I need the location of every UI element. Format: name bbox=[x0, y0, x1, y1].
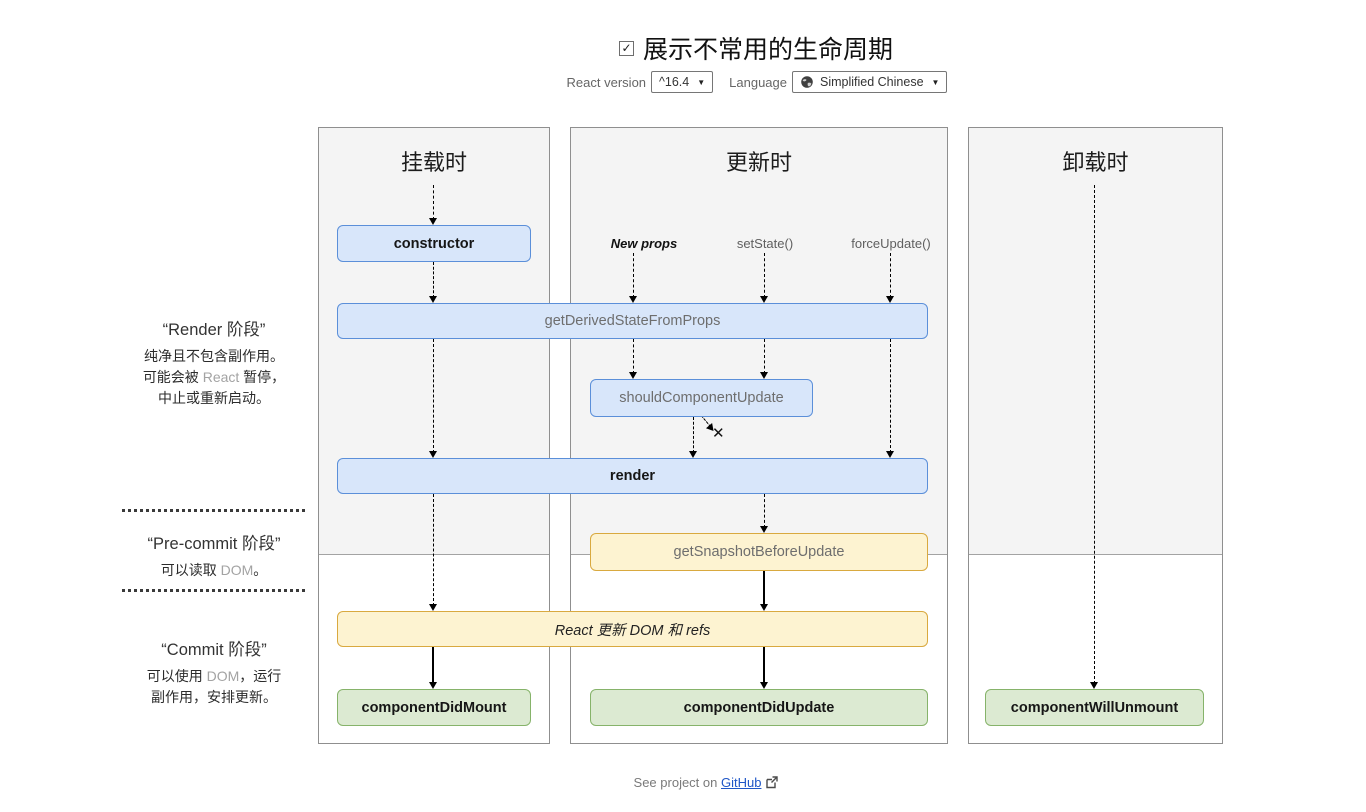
render-phase-line: 可能会被 React 暂停， bbox=[142, 369, 286, 385]
mounting-column-title: 挂载时 bbox=[400, 150, 467, 175]
dashed-arrow bbox=[759, 339, 770, 379]
updating-column-title: 更新时 bbox=[725, 150, 792, 175]
title-row: ✓ 展示不常用的生命周期 bbox=[556, 30, 956, 66]
unmounting-column: 卸载时 bbox=[968, 127, 1223, 744]
commit-phase-line: 副作用，安排更新。 bbox=[151, 689, 277, 705]
show-uncommon-lifecycles-checkbox[interactable]: ✓ bbox=[618, 40, 634, 56]
unmounting-column-title: 卸载时 bbox=[1062, 150, 1129, 175]
react-updates-dom-box: React 更新 DOM 和 refs bbox=[337, 611, 928, 647]
setstate-label: setState() bbox=[736, 236, 794, 251]
page-title[interactable]: 展示不常用的生命周期 bbox=[642, 36, 893, 64]
render-phase-background bbox=[969, 128, 1222, 555]
react-version-label: React version bbox=[566, 74, 647, 90]
new-props-label: New props bbox=[610, 236, 678, 251]
dashed-arrow bbox=[688, 417, 699, 458]
lifecycle-box-getsnapshotbeforeupdate[interactable]: getSnapshotBeforeUpdate bbox=[590, 533, 928, 571]
commit-phase-title: “Commit 阶段” bbox=[161, 641, 267, 659]
lifecycle-box-getderivedstatefromprops[interactable]: getDerivedStateFromProps bbox=[337, 303, 928, 339]
dashed-arrow bbox=[759, 494, 770, 533]
dashed-arrow bbox=[428, 262, 439, 303]
lifecycle-box-componentdidmount[interactable]: componentDidMount bbox=[337, 689, 531, 726]
pre-commit-phase-note: “Pre-commit 阶段” 可以读取 DOM。 bbox=[108, 530, 320, 581]
dashed-arrow bbox=[885, 339, 896, 458]
lifecycle-box-constructor[interactable]: constructor bbox=[337, 225, 531, 262]
dashed-arrow bbox=[428, 339, 439, 458]
lifecycle-box-componentwillunmount[interactable]: componentWillUnmount bbox=[985, 689, 1204, 726]
dropdown-arrow-icon: ▼ bbox=[697, 77, 706, 87]
footer-text: See project on bbox=[633, 775, 718, 790]
dashed-arrow bbox=[628, 339, 639, 379]
render-phase-note: “Render 阶段” 纯净且不包含副作用。 可能会被 React 暂停， 中止… bbox=[108, 316, 320, 409]
lifecycle-box-shouldcomponentupdate[interactable]: shouldComponentUpdate bbox=[590, 379, 813, 417]
solid-arrow bbox=[759, 647, 770, 689]
dashed-arrow bbox=[885, 253, 896, 303]
solid-arrow bbox=[428, 647, 439, 689]
dashed-arrow bbox=[428, 185, 439, 225]
render-phase-line: 纯净且不包含副作用。 bbox=[144, 348, 284, 364]
dashed-arrow bbox=[628, 253, 639, 303]
dashed-arrow bbox=[428, 494, 439, 611]
react-version-select[interactable]: ^16.4 ▼ bbox=[651, 71, 714, 93]
dashed-arrow bbox=[759, 253, 770, 303]
footer: See project on GitHub bbox=[373, 775, 1039, 790]
github-link[interactable]: GitHub bbox=[721, 775, 762, 790]
react-version-value: ^16.4 bbox=[659, 75, 690, 89]
controls-row: React version ^16.4 ▼ Language Simplifie… bbox=[557, 71, 957, 93]
external-link-icon bbox=[766, 776, 779, 789]
language-value: Simplified Chinese bbox=[820, 75, 924, 89]
lifecycle-box-componentdidupdate[interactable]: componentDidUpdate bbox=[590, 689, 928, 726]
lifecycle-box-render[interactable]: render bbox=[337, 458, 928, 494]
phase-divider bbox=[122, 589, 305, 592]
pre-commit-phase-title: “Pre-commit 阶段” bbox=[147, 535, 281, 553]
commit-phase-line: 可以使用 DOM，运行 bbox=[146, 668, 282, 684]
globe-icon bbox=[801, 76, 813, 88]
phase-divider bbox=[122, 509, 305, 512]
solid-arrow bbox=[759, 571, 770, 611]
commit-phase-note: “Commit 阶段” 可以使用 DOM，运行 副作用，安排更新。 bbox=[108, 636, 320, 708]
dashed-arrow bbox=[1089, 185, 1100, 689]
language-label: Language bbox=[729, 74, 787, 90]
no-render-x-icon: ✕ bbox=[712, 425, 725, 442]
forceupdate-label: forceUpdate() bbox=[851, 236, 931, 251]
render-phase-title: “Render 阶段” bbox=[162, 321, 266, 339]
render-phase-line: 中止或重新启动。 bbox=[158, 390, 270, 406]
checkmark-icon: ✓ bbox=[621, 40, 632, 55]
pre-commit-phase-line: 可以读取 DOM。 bbox=[160, 562, 268, 578]
language-select[interactable]: Simplified Chinese ▼ bbox=[792, 71, 948, 93]
dropdown-arrow-icon: ▼ bbox=[931, 77, 940, 87]
